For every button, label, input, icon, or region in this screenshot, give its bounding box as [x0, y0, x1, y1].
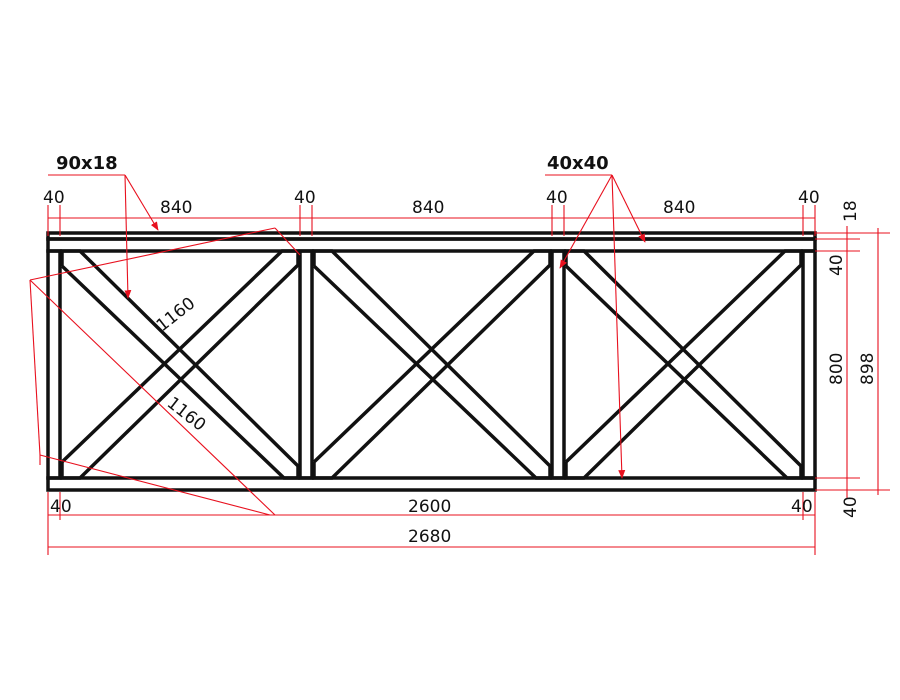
dim-top-post-2: 40: [294, 188, 316, 208]
post-left: [46, 249, 62, 480]
dim-right-infill: 800: [827, 353, 847, 385]
dim-top-post-left: 40: [43, 188, 65, 208]
dim-right-top-rail: 40: [827, 254, 847, 276]
dim-bottom-post-left: 40: [50, 497, 72, 517]
dim-top-bay-3: 840: [663, 198, 695, 218]
post-section-label: 40x40: [547, 153, 609, 174]
dim-top-post-3: 40: [546, 188, 568, 208]
bay-2-braces: [312, 249, 552, 480]
rail-section-label: 90x18: [56, 153, 118, 174]
dim-top-post-right: 40: [798, 188, 820, 208]
top-rail: [46, 237, 817, 253]
dim-diagonal-a: 1160: [153, 294, 199, 336]
bay-1-braces: [60, 249, 300, 480]
dim-rail-thickness: 18: [841, 200, 861, 222]
post-right: [801, 249, 817, 480]
post-2: [298, 249, 314, 480]
bottom-rail: [46, 476, 817, 492]
post-3: [550, 249, 566, 480]
dim-right-total: 898: [858, 353, 878, 385]
dim-top-bay-2: 840: [412, 198, 444, 218]
dim-top-bay-1: 840: [160, 198, 192, 218]
dim-right-bottom-rail: 40: [841, 496, 861, 518]
dimension-lines: [29, 174, 890, 555]
bay-3-braces: [564, 249, 803, 480]
dim-overall-length: 2680: [408, 527, 451, 547]
dim-bottom-post-right: 40: [791, 497, 813, 517]
railing-frame: [46, 231, 817, 492]
dim-bottom-inner-span: 2600: [408, 497, 451, 517]
